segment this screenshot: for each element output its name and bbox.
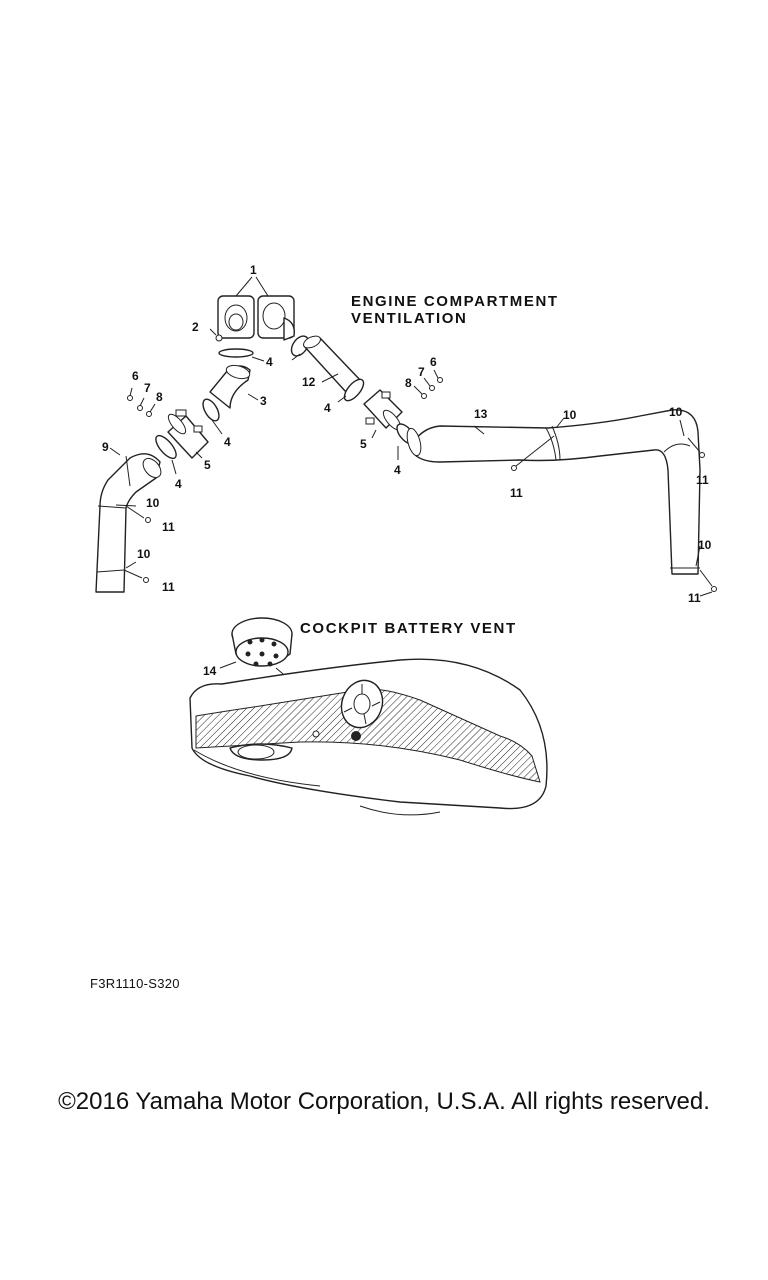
callout-7: 7 (418, 365, 425, 379)
callout-9: 9 (102, 440, 109, 454)
cockpit-deck (189, 658, 548, 816)
callout-4: 4 (224, 435, 231, 449)
bolt-icon (433, 369, 443, 383)
copyright-notice: ©2016 Yamaha Motor Corporation, U.S.A. A… (58, 1088, 710, 1115)
callout-11: 11 (696, 473, 709, 487)
steering-wheel (340, 679, 384, 729)
blower-fan (363, 389, 403, 431)
nut-icon (413, 385, 427, 399)
callout-13: 13 (474, 407, 488, 421)
callout-2: 2 (192, 320, 199, 334)
callout-4: 4 (394, 463, 401, 477)
callout-7: 7 (144, 381, 151, 395)
screw-icon (209, 328, 223, 342)
callout-5: 5 (360, 437, 367, 451)
callout-4: 4 (175, 477, 182, 491)
callout-1: 1 (250, 263, 257, 277)
callout-6: 6 (132, 369, 139, 383)
callout-6: 6 (430, 355, 437, 369)
callout-10: 10 (137, 547, 151, 561)
elbow-duct (209, 364, 251, 409)
engine-section-subtitle: VENTILATION (351, 310, 467, 327)
vent-cover-pair (217, 295, 295, 341)
washer-icon (423, 377, 435, 391)
callout-12: 12 (302, 375, 316, 389)
callout-8: 8 (156, 390, 163, 404)
callout-10: 10 (698, 538, 712, 552)
hose-clamp (343, 378, 365, 402)
hose-clamp (202, 398, 220, 422)
right-vent-hose (406, 409, 701, 575)
callout-11: 11 (688, 591, 701, 605)
callout-10: 10 (146, 496, 160, 510)
callout-5: 5 (204, 458, 211, 472)
callout-11: 11 (510, 486, 523, 500)
battery-vent-cap (231, 617, 293, 667)
washer-icon (137, 397, 145, 411)
hose-clamp (218, 348, 254, 358)
battery-section-title: COCKPIT BATTERY VENT (300, 620, 517, 637)
hose-clamp (155, 434, 177, 460)
callout-4: 4 (266, 355, 273, 369)
callout-10: 10 (563, 408, 577, 422)
engine-section-title: ENGINE COMPARTMENT (351, 293, 559, 310)
bolt-icon (127, 387, 133, 401)
callout-4: 4 (324, 401, 331, 415)
callout-10: 10 (669, 405, 683, 419)
nut-icon (146, 403, 156, 417)
blower-fan (167, 409, 209, 459)
callout-11: 11 (162, 580, 175, 594)
callout-8: 8 (405, 376, 412, 390)
diagram-code: F3R1110-S320 (90, 976, 180, 991)
callout-3: 3 (260, 394, 267, 408)
callout-11: 11 (162, 520, 175, 534)
callout-14: 14 (203, 664, 217, 678)
battery-vent-location (351, 731, 361, 741)
hose-clamp (290, 335, 310, 357)
left-vent-hose (95, 447, 162, 593)
